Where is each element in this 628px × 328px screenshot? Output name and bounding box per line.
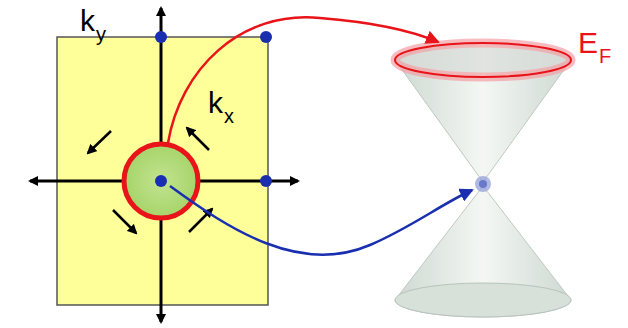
fermi-energy-subscript: F — [599, 46, 611, 66]
dirac-cone — [395, 43, 571, 317]
axis-label: k — [80, 6, 95, 36]
axis-subscript: y — [96, 24, 106, 44]
axis-subscript: x — [224, 106, 234, 126]
fermi-circle — [124, 144, 198, 218]
fermi-energy-label: E — [578, 28, 598, 58]
axis-label: k — [208, 88, 223, 118]
